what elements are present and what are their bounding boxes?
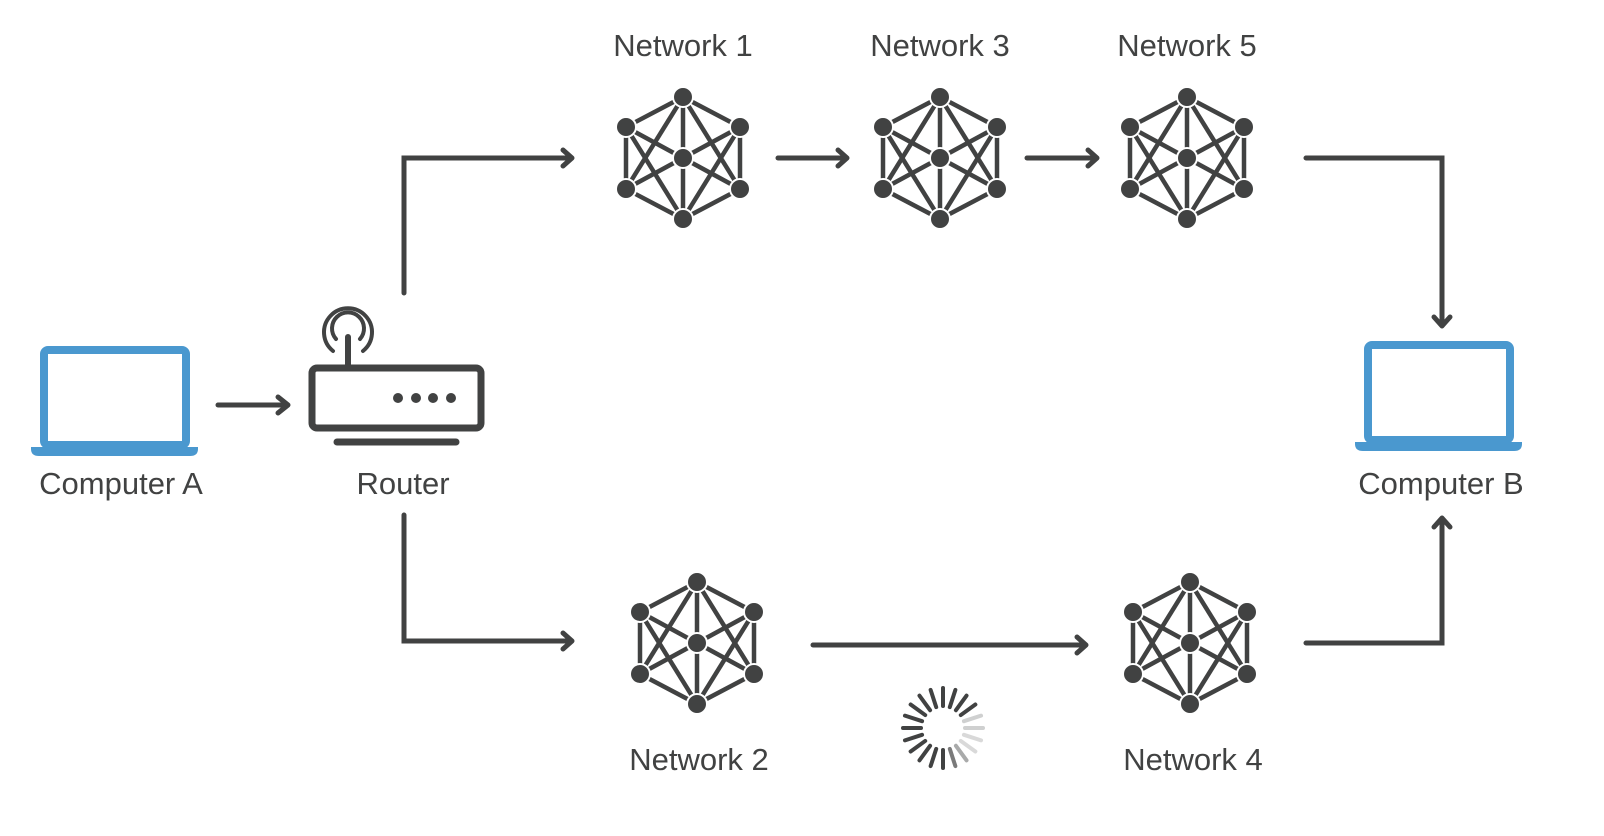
mesh-link [638,580,699,676]
network-4-label: Network 4 [1123,742,1263,777]
mesh-node [1122,663,1144,685]
network-1-label: Network 1 [613,28,753,63]
mesh-node [672,208,694,230]
mesh-node [672,86,694,108]
mesh-node [672,147,694,169]
router-icon [308,306,485,446]
mesh-node [629,663,651,685]
spinner-tick [917,743,933,763]
mesh-node [986,116,1008,138]
mesh-node [1236,601,1258,623]
mesh-node [1179,693,1201,715]
network-5-label: Network 5 [1117,28,1257,63]
mesh-node [1176,147,1198,169]
mesh-node [929,208,951,230]
mesh-node [729,116,751,138]
mesh-link [624,95,685,191]
network-4-mesh-icon [1122,571,1258,715]
spinner-tick [953,743,969,763]
mesh-node [686,693,708,715]
mesh-node [1233,116,1255,138]
arrow-network-2-to-network-4 [810,634,1089,656]
arrow-router-to-network-2 [401,512,575,652]
mesh-node [686,632,708,654]
spinner-tick [902,732,925,743]
mesh-node [686,571,708,593]
mesh-node [872,116,894,138]
mesh-link [624,125,685,221]
spinner-tick [928,746,939,769]
spinner-tick [958,702,978,718]
network-2-mesh-icon [629,571,765,715]
mesh-node [986,178,1008,200]
mesh-node [929,147,951,169]
network-3-label: Network 3 [870,28,1010,63]
mesh-link [938,125,999,221]
mesh-node [743,601,765,623]
mesh-link [681,125,742,221]
spinner-tick [947,746,958,769]
arrow-network-5-to-computer-b [1303,155,1453,329]
computer-a-label: Computer A [39,466,203,501]
loading-spinner-icon [901,686,985,770]
mesh-node [1179,632,1201,654]
mesh-link [695,580,756,676]
mesh-node [1119,178,1141,200]
spinner-tick [908,738,928,754]
mesh-node [872,178,894,200]
mesh-link [681,95,742,191]
computer-a-laptop-icon [31,346,198,456]
router-label: Router [356,466,450,501]
mesh-node [1179,571,1201,593]
mesh-link [1128,95,1189,191]
mesh-link [1185,95,1246,191]
mesh-node [743,663,765,685]
mesh-link [1188,580,1249,676]
mesh-node [615,116,637,138]
mesh-node [629,601,651,623]
spinner-tick [902,713,925,724]
mesh-node [1122,601,1144,623]
arrow-network-4-to-computer-b [1303,515,1453,646]
computer-b-laptop-icon [1355,341,1522,451]
mesh-link [881,95,942,191]
mesh-link [881,125,942,221]
mesh-link [695,610,756,706]
arrow-network-3-to-network-5 [1024,147,1100,169]
mesh-node [729,178,751,200]
mesh-link [1185,125,1246,221]
spinner-tick [908,702,928,718]
mesh-node [615,178,637,200]
arrow-router-to-network-1 [401,147,575,296]
mesh-node [1233,178,1255,200]
mesh-node [1236,663,1258,685]
arrow-computer-a-to-router [215,394,291,416]
mesh-link [938,95,999,191]
mesh-node [1176,208,1198,230]
spinner-tick [928,687,939,710]
spinner-tick [947,687,958,710]
mesh-link [1188,610,1249,706]
spinner-tick [961,732,984,743]
computer-b-label: Computer B [1358,466,1524,501]
network-1-mesh-icon [615,86,751,230]
mesh-link [1131,610,1192,706]
spinner-tick [961,713,984,724]
mesh-node [929,86,951,108]
mesh-node [1119,116,1141,138]
arrow-network-1-to-network-3 [775,147,850,169]
network-3-mesh-icon [872,86,1008,230]
mesh-link [1128,125,1189,221]
network-5-mesh-icon [1119,86,1255,230]
network-2-label: Network 2 [629,742,769,777]
mesh-link [1131,580,1192,676]
spinner-tick [958,738,978,754]
spinner-tick [917,693,933,713]
mesh-link [638,610,699,706]
mesh-node [1176,86,1198,108]
spinner-tick [953,693,969,713]
